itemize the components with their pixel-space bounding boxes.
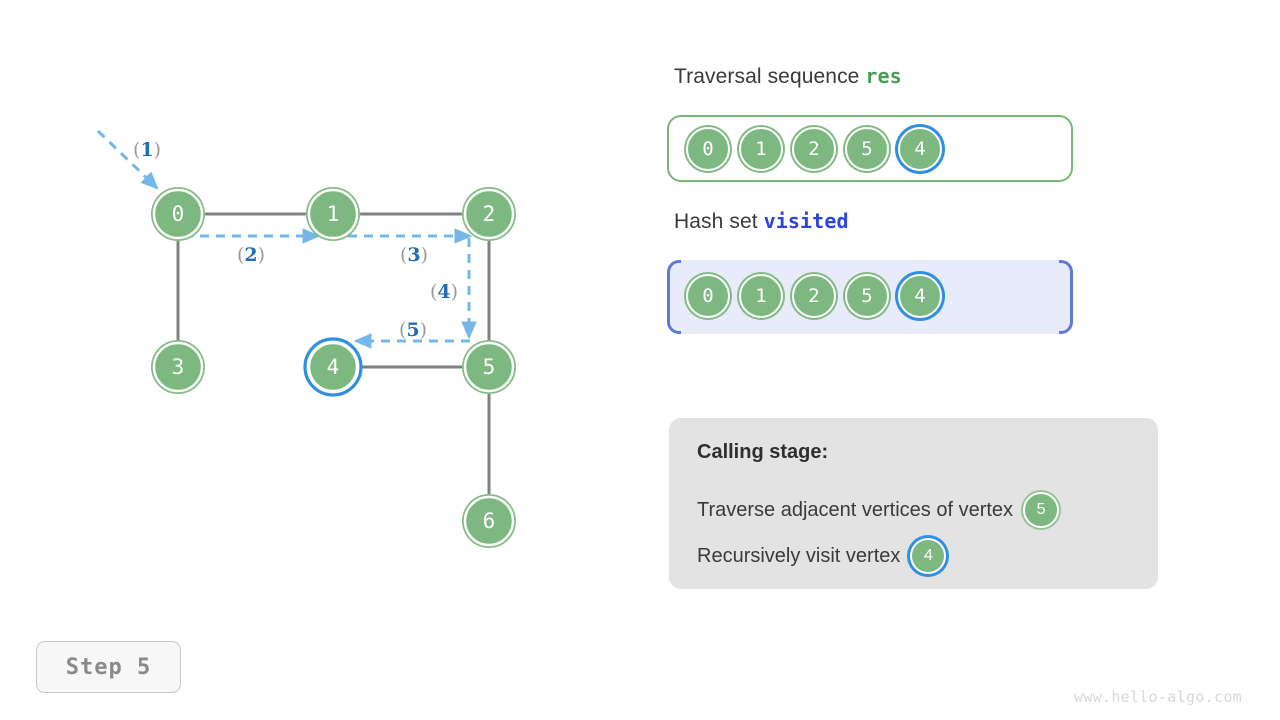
traversal-label-3: (3)	[400, 244, 428, 266]
graph-edges	[176, 212, 491, 495]
graph-vertex-2-label: 2	[483, 202, 496, 226]
calling-stage-line-1-text: Traverse adjacent vertices of vertex	[697, 498, 1014, 521]
calling-stage-title: Calling stage:	[697, 441, 829, 463]
calling-stage-line-2-text: Recursively visit vertex	[697, 544, 901, 567]
visited-chip-0[interactable]: 0	[686, 274, 730, 318]
hash-set-variable: visited	[763, 209, 849, 233]
hash-set-title: Hash set visited	[674, 209, 849, 234]
res-chip-1[interactable]: 1	[739, 127, 783, 171]
traversal-sequence-title: Traversal sequence res	[674, 64, 902, 89]
traversal-sequence-title-prefix: Traversal sequence	[674, 65, 866, 88]
res-chip-3[interactable]: 5	[845, 127, 889, 171]
calling-stage-line-1-vertex[interactable]: 5	[1023, 492, 1060, 528]
graph-vertex-3[interactable]: 3	[151, 340, 205, 394]
res-chip-0[interactable]: 0	[686, 127, 730, 171]
traversal-label-2: (2)	[237, 244, 265, 266]
visited-chip-1[interactable]: 1	[739, 274, 783, 318]
graph-vertex-2[interactable]: 2	[462, 187, 516, 241]
graph-diagram: (1) (2) (3) (4) (5) 0	[96, 129, 516, 548]
traversal-arrow-1	[96, 129, 159, 190]
visited-chip-3[interactable]: 5	[845, 274, 889, 318]
visited-chip-2[interactable]: 2	[792, 274, 836, 318]
traversal-label-5: (5)	[399, 319, 427, 341]
traversal-sequence-items: 0 1 2 5 4	[686, 127, 942, 171]
visited-chip-4[interactable]: 4	[898, 274, 942, 318]
traversal-step-labels: (1) (2) (3) (4) (5)	[133, 139, 458, 341]
graph-vertex-1[interactable]: 1	[306, 187, 360, 241]
graph-vertices: 0 1 2 3 4	[151, 187, 516, 548]
traversal-arrows	[96, 129, 477, 349]
graph-vertex-6[interactable]: 6	[462, 494, 516, 548]
calling-stage-line-2: Recursively visit vertex 4	[697, 538, 947, 574]
calling-stage-line-2-vertex[interactable]: 4	[910, 538, 947, 574]
res-chip-4[interactable]: 4	[898, 127, 942, 171]
res-chip-2[interactable]: 2	[792, 127, 836, 171]
hash-set-right-bracket	[1059, 260, 1073, 334]
calling-stage-line-1: Traverse adjacent vertices of vertex 5	[697, 492, 1060, 528]
step-badge: Step 5	[36, 641, 181, 693]
graph-vertex-5[interactable]: 5	[462, 340, 516, 394]
traversal-sequence-variable: res	[865, 64, 902, 88]
graph-vertex-6-label: 6	[483, 509, 496, 533]
graph-vertex-3-label: 3	[172, 355, 185, 379]
hash-set-items: 0 1 2 5 4	[686, 274, 942, 318]
hash-set-title-prefix: Hash set	[674, 210, 764, 233]
graph-vertex-5-label: 5	[483, 355, 496, 379]
graph-vertex-1-label: 1	[327, 202, 340, 226]
graph-vertex-4-label: 4	[327, 355, 340, 379]
watermark: www.hello-algo.com	[1074, 688, 1242, 706]
graph-vertex-0[interactable]: 0	[151, 187, 205, 241]
graph-vertex-0-label: 0	[172, 202, 185, 226]
hash-set-left-bracket	[667, 260, 681, 334]
traversal-label-1: (1)	[133, 139, 161, 161]
traversal-label-4: (4)	[430, 281, 458, 303]
graph-vertex-4[interactable]: 4	[303, 337, 363, 397]
